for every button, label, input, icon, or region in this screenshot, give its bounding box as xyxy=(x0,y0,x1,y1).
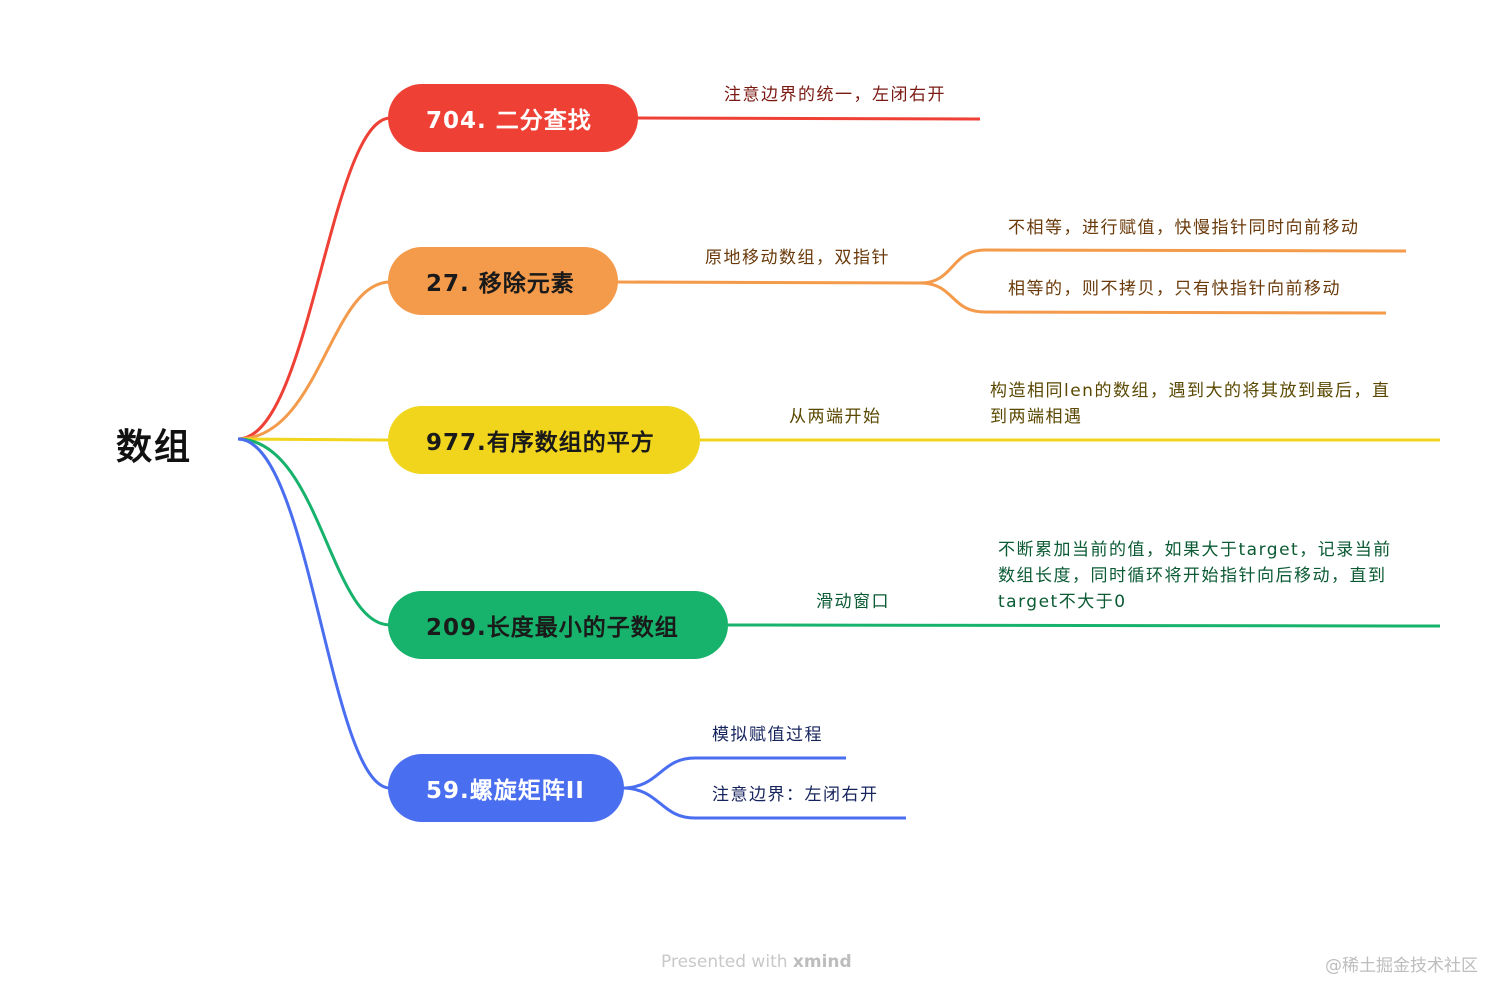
line-209 xyxy=(727,623,1441,628)
subtopic-977-child-line-1[interactable]: 构造相同len的数组，遇到大的将其放到最后，直 xyxy=(990,381,1391,401)
topic-27[interactable]: 27. 移除元素 xyxy=(388,247,618,315)
connector-704 xyxy=(237,116,391,441)
subtopic-977-child-line-2: 到两端相遇 xyxy=(990,407,1083,427)
topic-209-title: 209.长度最小的子数组 xyxy=(426,615,679,641)
juejin-watermark: @稀土掘金技术社区 xyxy=(1325,956,1478,976)
presented-text: Presented with xyxy=(661,952,788,972)
topic-977-title: 977.有序数组的平方 xyxy=(426,430,655,456)
subtopic-27-note[interactable]: 原地移动数组，双指针 xyxy=(705,248,890,268)
topic-704-title: 704. 二分查找 xyxy=(426,108,592,134)
line-27-child1 xyxy=(919,248,1407,285)
topic-59[interactable]: 59.螺旋矩阵II xyxy=(388,754,624,822)
subtopic-209-child-line-1[interactable]: 不断累加当前的值，如果大于target，记录当前 xyxy=(998,540,1392,560)
topic-704[interactable]: 704. 二分查找 xyxy=(388,84,638,152)
subtopic-27-child-2[interactable]: 相等的，则不拷贝，只有快指针向前移动 xyxy=(1008,279,1341,299)
subtopic-209-child-line-3: target不大于0 xyxy=(998,592,1127,612)
subtopic-704-note[interactable]: 注意边界的统一，左闭右开 xyxy=(724,85,946,105)
line-704-note xyxy=(635,116,981,121)
subtopic-59-child-1[interactable]: 模拟赋值过程 xyxy=(712,725,823,745)
connector-59 xyxy=(237,437,391,790)
subtopic-27-child-1[interactable]: 不相等，进行赋值，快慢指针同时向前移动 xyxy=(1008,218,1360,238)
line-27-child2 xyxy=(919,281,1387,315)
connector-977 xyxy=(237,437,391,442)
topic-209[interactable]: 209.长度最小的子数组 xyxy=(388,591,728,659)
root-topic[interactable]: 数组 xyxy=(116,427,193,468)
line-59-child1 xyxy=(621,756,846,790)
connector-209 xyxy=(237,437,391,627)
line-59-child2 xyxy=(621,786,906,820)
topic-27-title: 27. 移除元素 xyxy=(426,271,575,297)
subtopic-59-child-2[interactable]: 注意边界：左闭右开 xyxy=(712,785,879,805)
subtopic-977-note[interactable]: 从两端开始 xyxy=(789,407,882,427)
line-27-note xyxy=(615,280,921,285)
topic-59-title: 59.螺旋矩阵II xyxy=(426,778,585,804)
subtopic-209-child-line-2: 数组长度，同时循环将开始指针向后移动，直到 xyxy=(998,566,1387,586)
presented-with-footer: Presented with xmind xyxy=(661,952,852,972)
xmind-logo: xmind xyxy=(792,952,852,972)
subtopic-209-note[interactable]: 滑动窗口 xyxy=(816,592,890,612)
connector-27 xyxy=(237,280,391,441)
topic-977[interactable]: 977.有序数组的平方 xyxy=(388,406,700,474)
